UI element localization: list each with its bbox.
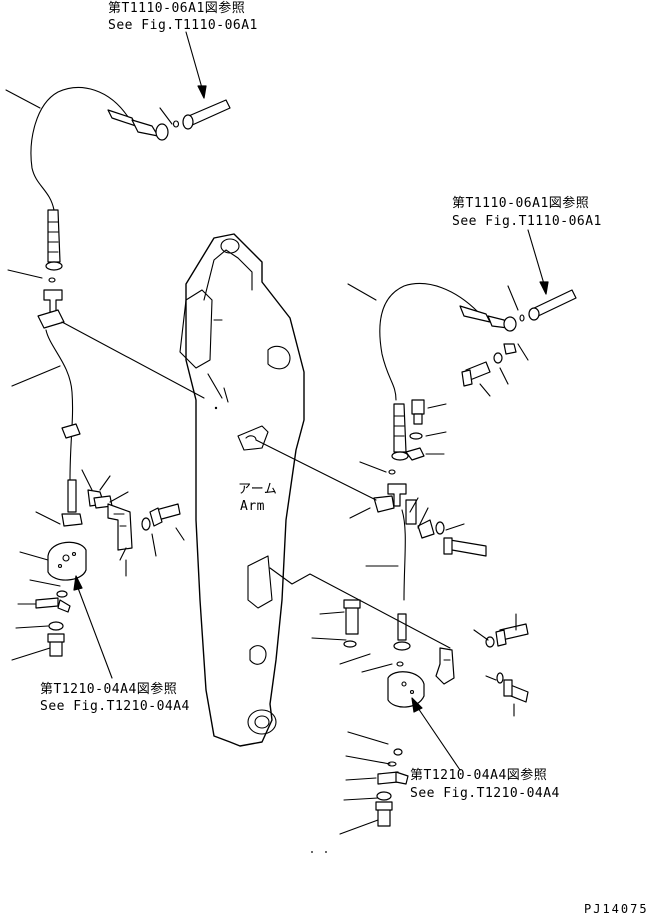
- right-reference-en: See Fig.T1110-06A1: [452, 214, 602, 229]
- left-reference-jp: 第T1210-04A4図参照: [40, 682, 178, 697]
- drawing-code: PJ14075: [584, 902, 649, 916]
- top-reference-en: See Fig.T1110-06A1: [108, 18, 258, 33]
- left-valve-group: [35, 489, 181, 657]
- left-reference-en: See Fig.T1210-04A4: [40, 699, 190, 714]
- arm-label-en: Arm: [240, 499, 265, 514]
- arm-body: [179, 233, 305, 747]
- connection-lines: [61, 321, 451, 649]
- top-reference-jp: 第T1110-06A1図参照: [108, 1, 246, 16]
- left-hose-assembly: [30, 87, 231, 549]
- right-valve-group: [343, 599, 529, 827]
- bottom-dots: [311, 851, 327, 853]
- bottom-right-reference-en: See Fig.T1210-04A4: [410, 786, 560, 801]
- arm-label-jp: アーム: [238, 482, 278, 497]
- leader-lines-left: [5, 89, 185, 661]
- right-reference-jp: 第T1110-06A1図参照: [452, 196, 590, 211]
- leader-lines-right: [311, 283, 529, 835]
- reference-arrows: [73, 31, 549, 771]
- bottom-right-reference-jp: 第T1210-04A4図参照: [410, 768, 548, 783]
- right-hose-assembly: [373, 282, 577, 667]
